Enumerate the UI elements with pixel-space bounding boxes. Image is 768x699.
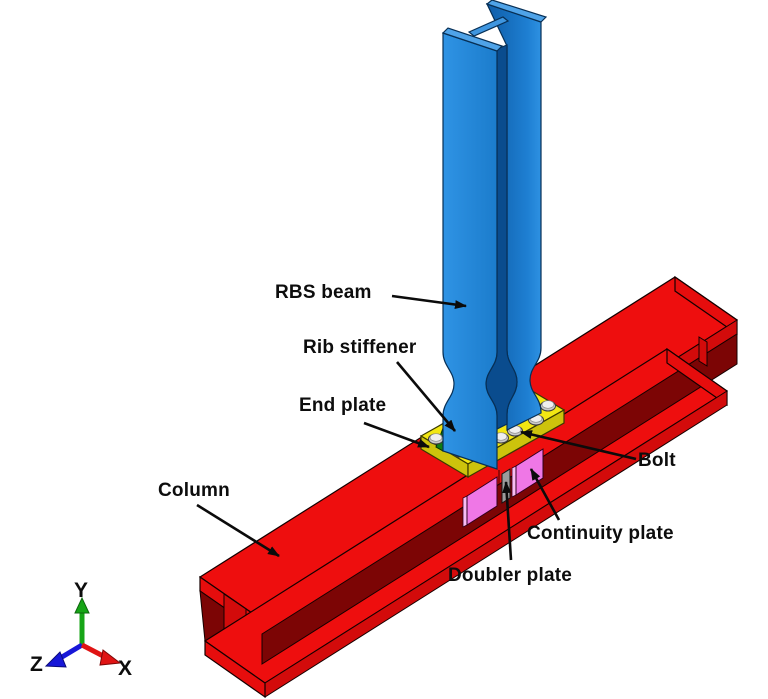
bolt-head xyxy=(428,433,444,445)
beam-right-flange-top-face xyxy=(485,0,548,23)
label-continuity-plate: Continuity plate xyxy=(527,523,674,544)
arrow-bolt xyxy=(520,430,637,461)
rbs-beam-3d xyxy=(441,0,548,470)
column-web-shadow-band xyxy=(261,333,738,665)
z-axis-label: Z xyxy=(30,653,43,676)
x-axis-label: X xyxy=(118,657,132,680)
arrow-doubler-plate xyxy=(502,481,513,561)
y-axis-arrowhead xyxy=(74,596,90,614)
continuity-plate-left-edge-face xyxy=(462,495,468,528)
label-rib-stiffener: Rib stiffener xyxy=(303,337,417,358)
bolt-head xyxy=(540,400,556,412)
continuity-plate-left xyxy=(466,476,498,526)
label-column: Column xyxy=(158,480,230,501)
label-rbs-beam: RBS beam xyxy=(275,282,372,303)
continuity-plate-right xyxy=(515,448,544,496)
panel-zone-3d xyxy=(462,448,544,528)
beam-left-flange-top-face xyxy=(441,27,504,52)
column-web-far-end-face xyxy=(698,336,708,367)
arrow-continuity-plate xyxy=(529,468,561,521)
label-bolt: Bolt xyxy=(638,450,676,471)
arrow-rbs-beam xyxy=(391,294,467,309)
axis-triad: Y Z X xyxy=(30,579,132,680)
arrow-rib-stiffener xyxy=(396,361,456,432)
arrow-end-plate xyxy=(363,421,430,449)
beam-left-flange-face xyxy=(442,32,498,470)
arrow-column xyxy=(196,503,280,558)
z-axis-arrowhead xyxy=(44,651,67,668)
callout-arrows xyxy=(196,294,637,561)
continuity-plate-right-edge-face xyxy=(511,465,517,498)
beam-web-top-face xyxy=(467,16,510,37)
column-bottom-flange-near-end-face xyxy=(204,639,266,699)
label-doubler-plate: Doubler plate xyxy=(448,565,573,586)
y-axis-label: Y xyxy=(74,579,88,602)
label-end-plate: End plate xyxy=(299,395,387,416)
x-axis-arrowhead xyxy=(99,649,122,666)
